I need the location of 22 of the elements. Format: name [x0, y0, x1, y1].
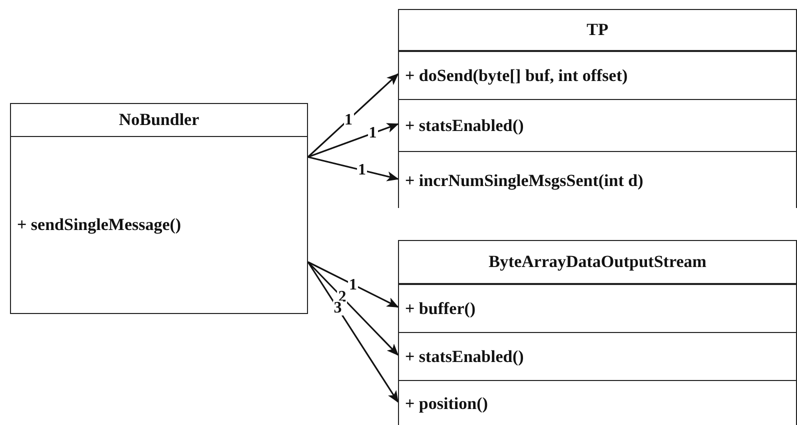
class-box [10, 103, 308, 314]
edge-label: 1 [348, 277, 358, 292]
arrow [308, 156, 399, 182]
method-text: + statsEnabled() [405, 116, 524, 136]
edge-label: 1 [344, 112, 354, 128]
arrow [308, 123, 399, 158]
arrow [307, 261, 399, 356]
class-name: NoBundler [118, 110, 200, 130]
arrow [307, 262, 399, 403]
method-text: + position() [405, 394, 488, 414]
edge-label: 3 [332, 300, 343, 316]
class-box [398, 240, 797, 425]
method-text: + statsEnabled() [405, 346, 524, 366]
class-name: TP [586, 20, 608, 40]
class-name: ByteArrayDataOutputStream [488, 252, 706, 272]
method-text: + sendSingleMessage() [17, 215, 182, 235]
arrow [307, 73, 399, 158]
arrow [308, 261, 399, 308]
method-text: + doSend(byte[] buf, int offset) [405, 66, 628, 86]
method-text: + incrNumSingleMsgsSent(int d) [405, 170, 644, 190]
method-text: + buffer() [405, 298, 476, 318]
class-box [398, 9, 797, 208]
